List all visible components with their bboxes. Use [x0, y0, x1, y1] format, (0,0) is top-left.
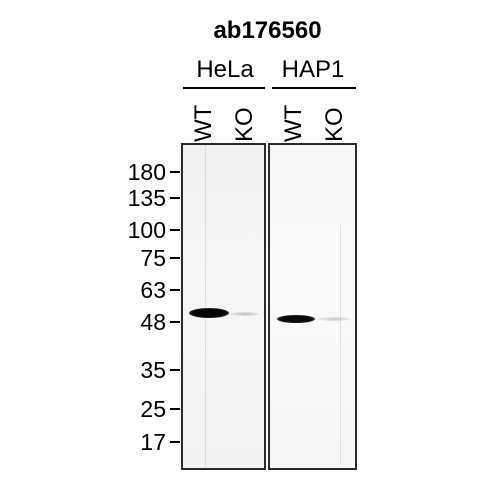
marker-tick-75	[170, 257, 180, 259]
lane-label-hap1-wt: WT	[280, 104, 307, 142]
marker-label-100: 100	[127, 217, 166, 243]
marker-tick-25	[170, 408, 180, 410]
marker-tick-100	[170, 229, 180, 231]
lane-streak	[205, 145, 206, 468]
blot-panel-hela	[181, 143, 266, 470]
marker-tick-180	[170, 171, 180, 173]
band-hap1-ko	[318, 317, 350, 321]
marker-label-25: 25	[140, 396, 166, 422]
band-hela-ko	[231, 312, 259, 316]
marker-label-135: 135	[127, 185, 166, 211]
lane-label-hap1-ko: KO	[321, 107, 348, 142]
blot-panel-hap1	[268, 143, 357, 470]
marker-tick-135	[170, 197, 180, 199]
cell-line-hap1-underline	[272, 87, 356, 89]
cell-line-hela-label: HeLa	[196, 56, 254, 83]
lane-streak	[340, 225, 341, 465]
band-hela-wt	[189, 308, 229, 318]
lane-label-hela-wt: WT	[190, 104, 217, 142]
lane-label-hela-ko: KO	[231, 107, 258, 142]
marker-tick-17	[170, 441, 180, 443]
marker-label-35: 35	[140, 357, 166, 383]
marker-label-180: 180	[127, 159, 166, 185]
marker-tick-48	[170, 321, 180, 323]
marker-label-48: 48	[140, 309, 166, 335]
antibody-title: ab176560	[213, 17, 322, 44]
band-hap1-wt	[277, 315, 315, 323]
marker-tick-63	[170, 289, 180, 291]
marker-label-17: 17	[140, 429, 166, 455]
marker-label-63: 63	[140, 277, 166, 303]
cell-line-hap1-label: HAP1	[281, 56, 345, 83]
cell-line-hela-underline	[183, 87, 265, 89]
marker-tick-35	[170, 369, 180, 371]
marker-label-75: 75	[140, 245, 166, 271]
